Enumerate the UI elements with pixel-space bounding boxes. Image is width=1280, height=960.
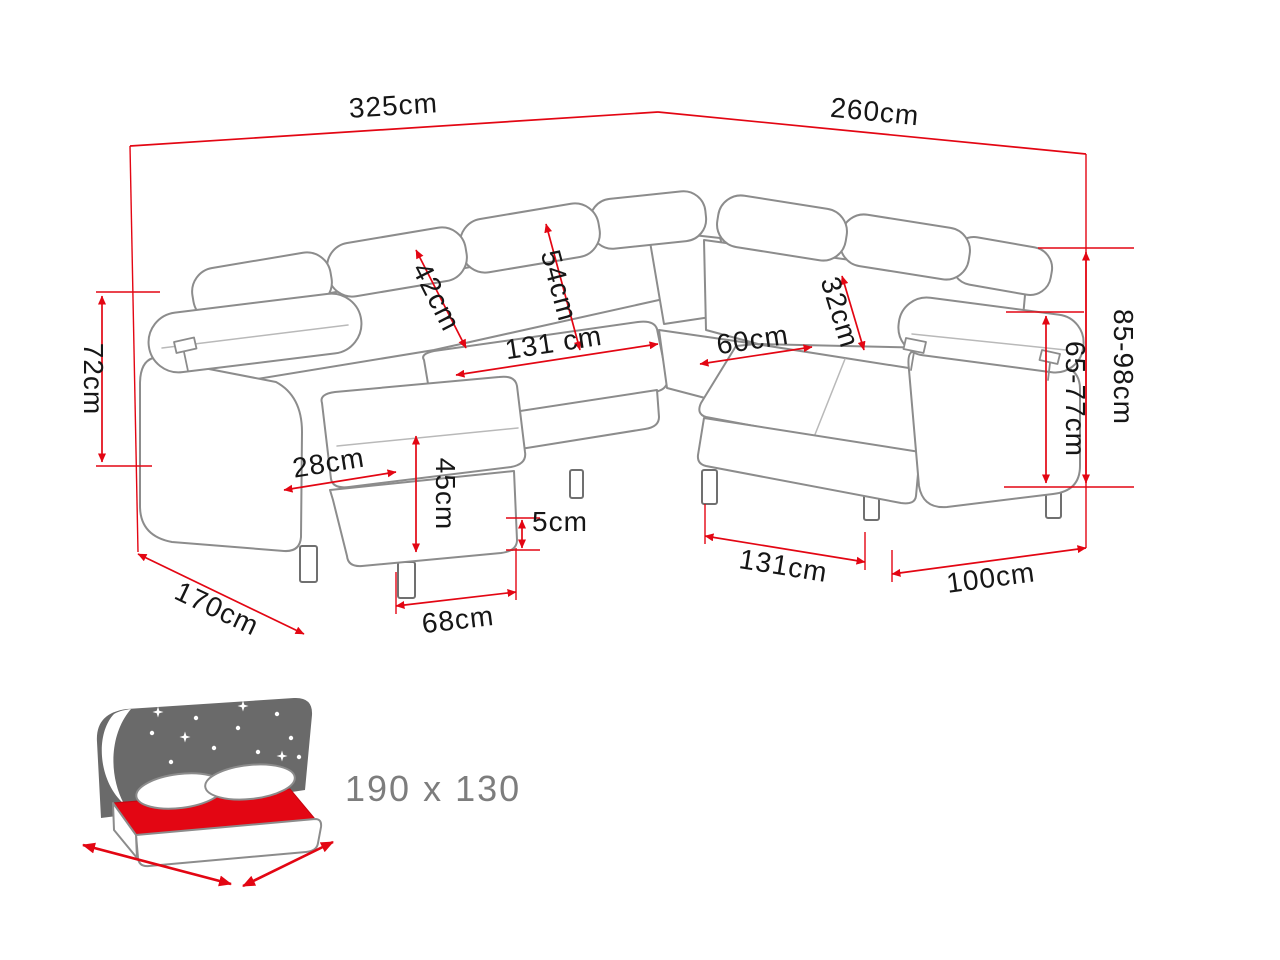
moon-crescent-icon xyxy=(101,709,131,804)
star-icon xyxy=(237,700,249,712)
left-armrest-cushion xyxy=(147,292,363,374)
dim-label-leg-height: 5cm xyxy=(532,506,588,537)
left-armrest-body xyxy=(139,357,303,553)
dimension-line-chaise-front-width xyxy=(395,589,517,609)
dimension-line-backrest-right xyxy=(840,275,866,351)
star-icon xyxy=(149,730,155,736)
dim-label-armrest-height: 72cm xyxy=(78,343,109,415)
dim-label-seat-back-height-range: 65-77cm xyxy=(1060,341,1091,457)
pillow xyxy=(204,763,296,801)
seat-front-right xyxy=(696,417,921,505)
headrest-lever-icon xyxy=(173,336,198,354)
extension-line xyxy=(129,145,139,553)
headrest-lever-icon xyxy=(910,351,915,371)
dimension-line-total-depth xyxy=(657,111,1087,155)
dimension-line-seat-width-left xyxy=(455,341,659,378)
dimension-line-total-width xyxy=(129,111,659,147)
corner-sofa-drawing xyxy=(139,190,1085,599)
dim-label-seat-width-right: 131cm xyxy=(737,543,830,588)
chaise-base xyxy=(329,470,518,568)
star-icon xyxy=(235,725,241,731)
length-arrow-icon xyxy=(82,842,232,887)
dim-label-chaise-depth: 170cm xyxy=(170,575,264,641)
dim-label-total-depth: 260cm xyxy=(829,92,921,132)
width-arrow-icon xyxy=(242,840,334,888)
dimension-line-seat-width-right xyxy=(704,533,866,565)
dim-label-back-height-range: 85-98cm xyxy=(1108,309,1139,425)
dimension-line-corner-seat-width xyxy=(699,344,813,367)
dim-label-total-width: 325cm xyxy=(348,87,439,124)
seat-seam xyxy=(813,358,846,438)
dimension-line-backrest-left xyxy=(415,249,467,349)
headrest-pillow xyxy=(716,194,848,262)
dimension-lines xyxy=(96,111,1134,635)
dim-label-chaise-cushion-width: 45cm xyxy=(430,458,461,530)
dimension-line-chaise-depth xyxy=(137,553,305,635)
dimension-line-right-section-depth xyxy=(891,545,1087,577)
star-icon xyxy=(193,715,199,721)
right-armrest-body xyxy=(907,351,1081,509)
dimension-line-backrest-middle xyxy=(544,223,582,351)
star-icon xyxy=(296,754,302,760)
star-icon xyxy=(255,749,261,755)
star-icon xyxy=(168,759,174,765)
dimension-line-armrest-width xyxy=(283,469,397,493)
sofa-leg xyxy=(701,469,718,505)
sleeping-area-icon xyxy=(82,697,334,888)
sofa-leg xyxy=(397,561,416,599)
dim-label-chaise-front-width: 68cm xyxy=(420,600,496,639)
star-icon xyxy=(274,711,280,717)
sleeping-area-size-label: 190 x 130 xyxy=(345,768,521,809)
star-icon xyxy=(276,750,288,762)
armrest-seam xyxy=(911,333,1067,351)
star-icon xyxy=(288,735,294,741)
dim-label-right-section-depth: 100cm xyxy=(945,556,1037,599)
star-icon xyxy=(179,731,191,743)
sofa-leg xyxy=(299,545,318,583)
headrest-lever-icon xyxy=(902,337,927,354)
star-icon xyxy=(211,745,217,751)
sofa-leg xyxy=(569,469,584,499)
cushion-seam xyxy=(336,427,519,447)
headrest-lever-icon xyxy=(183,351,189,372)
star-icon xyxy=(152,706,164,718)
